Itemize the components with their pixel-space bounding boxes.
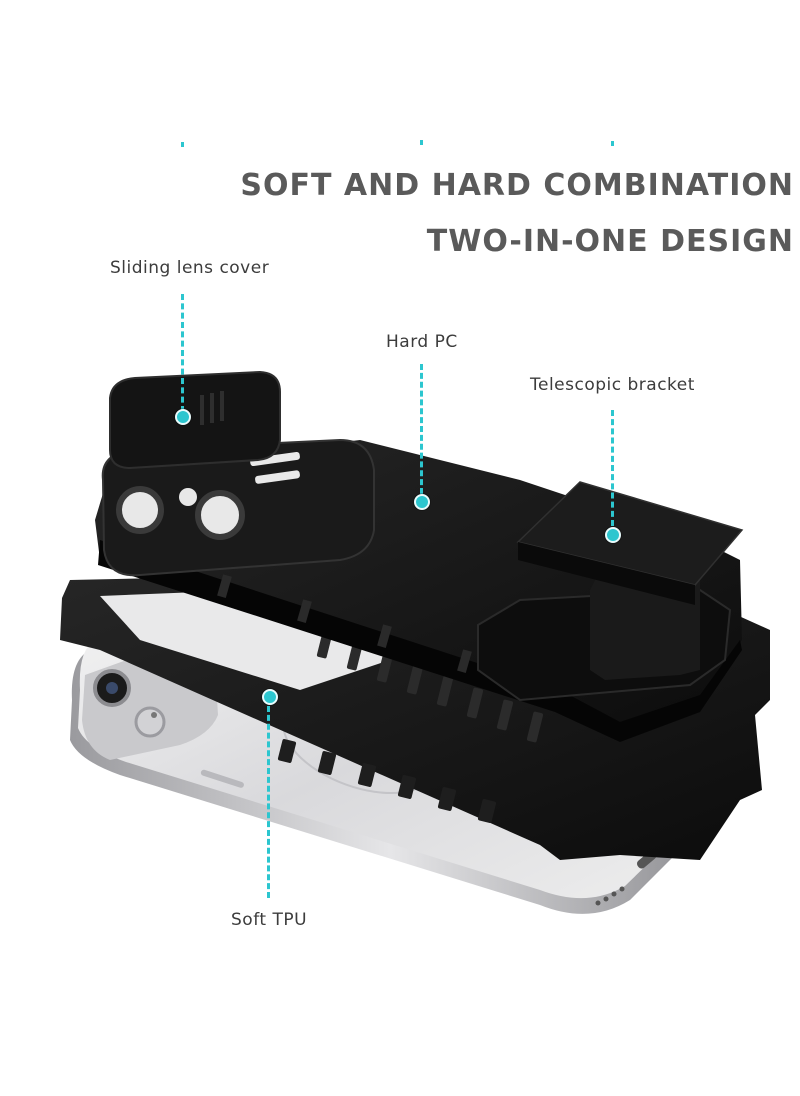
headline-line-2: TWO-IN-ONE DESIGN	[426, 224, 794, 259]
callout-label-lens-cover: Sliding lens cover	[110, 258, 270, 278]
callout-dot-soft-tpu	[262, 689, 278, 705]
top-tick-marker	[420, 140, 423, 145]
callout-label-bracket: Telescopic bracket	[530, 375, 695, 395]
callout-dot-hard-pc	[414, 494, 430, 510]
callout-label-soft-tpu: Soft TPU	[231, 910, 308, 930]
top-tick-marker	[181, 142, 184, 147]
callout-line-hard-pc	[420, 364, 423, 494]
callout-line-lens-cover	[181, 294, 184, 412]
callout-dot-lens-cover	[175, 409, 191, 425]
top-tick-marker	[611, 141, 614, 146]
callout-label-hard-pc: Hard PC	[386, 332, 458, 352]
headline-line-1: SOFT AND HARD COMBINATION	[240, 168, 794, 203]
telescopic-bracket	[477, 481, 744, 702]
camera-module	[101, 438, 375, 577]
callout-dot-bracket	[605, 527, 621, 543]
sliding-lens-cover	[109, 370, 281, 470]
callout-line-soft-tpu	[267, 706, 270, 898]
callout-line-bracket	[611, 410, 614, 526]
